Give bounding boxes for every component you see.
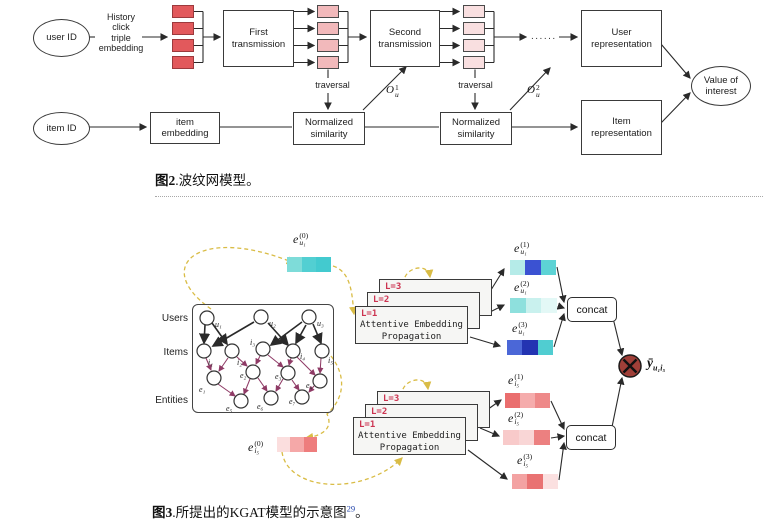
item-embedding-0-bar <box>277 437 317 452</box>
graph-nodes <box>196 309 330 409</box>
first-transmission-box: First transmission <box>223 10 294 67</box>
item-embedding-0-label: e (0)i₅ <box>248 439 264 455</box>
item-embedding-3-bar <box>512 474 558 489</box>
figure3-caption: 图3.所提出的KGAT模型的示意图29。 <box>152 501 369 521</box>
row-label-items: Items <box>164 347 188 358</box>
hop1-rect <box>172 22 194 35</box>
svg-text:i₁: i₁ <box>208 358 213 367</box>
figure3-arrows <box>467 266 625 481</box>
hop2-rect <box>317 22 339 35</box>
figure2-connectors <box>88 7 691 131</box>
layer-1-tag: L=1 <box>361 309 378 319</box>
figure2-caption-number: 图2 <box>155 173 176 188</box>
svg-text:u₂: u₂ <box>269 319 276 328</box>
hop3-rect <box>463 56 485 69</box>
layer-1-tag: L=1 <box>359 420 376 430</box>
figure2-caption: 图2.波纹网模型。 <box>155 169 260 189</box>
svg-text:u₃: u₃ <box>317 319 324 328</box>
figure2-caption-text: .波纹网模型。 <box>175 173 260 188</box>
item-embedding-2-label: e (2)i₅ <box>508 410 524 426</box>
layer-3-tag: L=3 <box>383 394 400 404</box>
svg-text:u₁: u₁ <box>215 320 222 329</box>
user-embedding-0-label: e (0)u₁ <box>293 231 309 247</box>
hop2-rect <box>317 5 339 18</box>
user-embedding-0-bar <box>287 257 332 272</box>
svg-text:e₆: e₆ <box>257 402 264 411</box>
prediction-score-label: ȳu₁i₅ <box>647 355 666 373</box>
hop1-rect <box>172 5 194 18</box>
hop2-rect <box>317 56 339 69</box>
user-id-label: user ID <box>46 32 77 44</box>
user-item-edges <box>198 321 323 347</box>
ellipsis: ...... <box>531 31 557 42</box>
item-embedding-box: item embedding <box>150 112 220 144</box>
user-embedding-1-label: e (1)u₁ <box>514 240 530 256</box>
svg-text:i₃: i₃ <box>250 338 255 347</box>
svg-text:i₂: i₂ <box>237 358 242 367</box>
item-representation-box: Item representation <box>581 100 662 155</box>
svg-text:e₂: e₂ <box>240 371 247 380</box>
svg-text:e₃: e₃ <box>275 372 282 381</box>
user-embedding-2-bar <box>510 298 558 313</box>
hop3-rect <box>463 22 485 35</box>
item-embedding-3-label: e (3)i₅ <box>517 452 533 468</box>
user-embedding-2-label: e (2)u₁ <box>514 279 530 295</box>
row-label-entities: Entities <box>155 395 188 406</box>
history-embedding-label: History click triple embedding <box>98 12 144 54</box>
user-id-node: user ID <box>33 19 90 57</box>
item-id-node: item ID <box>33 112 90 145</box>
item-embedding-2-bar <box>503 430 551 445</box>
layer-2-tag: L=2 <box>373 295 390 305</box>
layer-3-tag: L=3 <box>385 282 402 292</box>
user-representation-box: User representation <box>581 10 662 67</box>
figure3-caption-citation: 29 <box>346 503 356 514</box>
figure3-caption-number: 图3 <box>152 505 173 520</box>
user-embedding-3-label: e (3)u₁ <box>512 320 528 336</box>
concat-box-user: concat <box>567 297 617 322</box>
svg-text:e₄: e₄ <box>306 381 313 390</box>
hop3-rect <box>463 39 485 52</box>
svg-text:e₅: e₅ <box>226 404 233 413</box>
second-transmission-box: Second transmission <box>370 10 440 67</box>
item-id-label: item ID <box>46 122 77 134</box>
svg-text:i₅: i₅ <box>328 356 333 365</box>
hop3-rect <box>463 5 485 18</box>
user-embedding-1-bar <box>510 260 556 275</box>
user-embedding-3-bar <box>507 340 553 355</box>
item-embedding-1-bar <box>505 393 550 408</box>
hop1-rect <box>172 39 194 52</box>
figure3-caption-end: 。 <box>355 505 369 520</box>
knowledge-graph-frame <box>192 304 334 413</box>
svg-text:e₇: e₇ <box>289 397 296 406</box>
item-entity-edges <box>205 354 324 397</box>
item-embedding-1-label: e (1)i₅ <box>508 372 524 388</box>
hop1-rect <box>172 56 194 69</box>
graph-node-labels: u₁ u₂ u₃ i₁ i₂ i₃ i₄ i₅ e₁ e₂ e₃ e₄ e₅ e… <box>199 319 333 413</box>
concat-box-item: concat <box>566 425 616 450</box>
svg-text:i₄: i₄ <box>300 352 305 361</box>
figure3-caption-text: .所提出的KGAT模型的示意图 <box>172 505 347 520</box>
dotted-separator <box>155 196 763 197</box>
traversal-label-1: traversal <box>315 80 350 90</box>
hop2-rect <box>317 39 339 52</box>
score-node <box>618 354 642 378</box>
value-of-interest-node: Value of interest <box>691 66 751 106</box>
layer-2-tag: L=2 <box>371 407 388 417</box>
row-label-users: Users <box>162 313 188 324</box>
normalized-similarity-box-1: Normalized similarity <box>293 112 365 145</box>
traversal-label-2: traversal <box>458 80 493 90</box>
svg-text:e₁: e₁ <box>199 385 206 394</box>
normalized-similarity-box-2: Normalized similarity <box>440 112 512 145</box>
